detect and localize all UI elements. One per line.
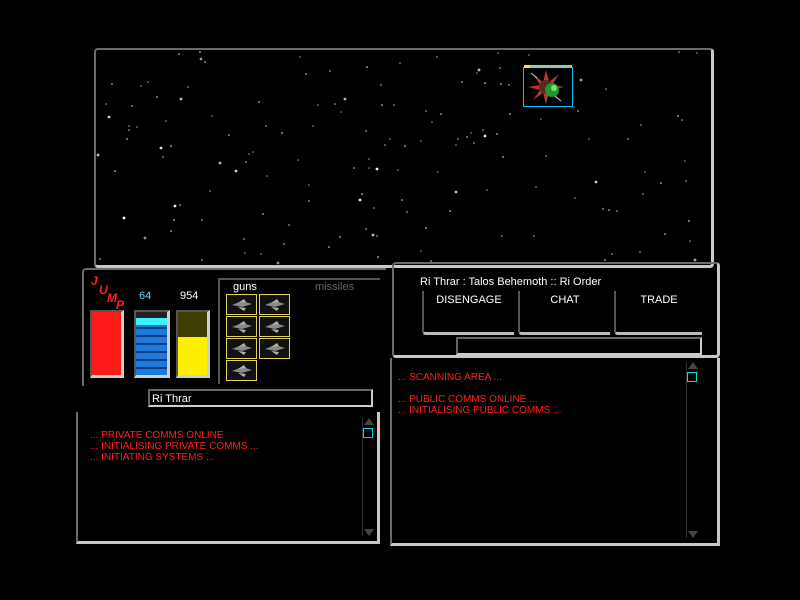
public-msg-2: ... INITIALISING PUBLIC COMMS ...: [398, 405, 562, 416]
disengage-button[interactable]: DISENGAGE: [422, 291, 514, 335]
target-name-field[interactable]: Ri Thrar: [148, 389, 373, 407]
private-comms-console[interactable]: ... PRIVATE COMMS ONLINE ... INITIALISIN…: [76, 412, 380, 544]
fighter-ship-icon: [232, 365, 252, 377]
weapons-panel: [218, 278, 380, 384]
scroll-up-icon[interactable]: [364, 418, 374, 425]
target-info-frame: [392, 262, 720, 358]
gun-slot[interactable]: [259, 338, 290, 359]
starfield-viewport[interactable]: [94, 48, 714, 268]
jump-letter-2: U: [99, 283, 108, 297]
public-scrollbar[interactable]: [686, 362, 698, 538]
private-msg-3: ... INITIATING SYSTEMS ...: [90, 452, 215, 463]
target-title: Ri Thrar : Talos Behemoth :: Ri Order: [420, 276, 602, 288]
public-comms-console[interactable]: ... SCANNING AREA ... ... PUBLIC COMMS O…: [390, 358, 720, 546]
private-msg-2: ... INITIALISING PRIVATE COMMS ...: [90, 441, 259, 452]
jump-gauge: [90, 310, 124, 378]
scroll-thumb[interactable]: [363, 428, 373, 438]
fighter-ship-icon: [265, 343, 285, 355]
energy-gauge: [176, 310, 210, 378]
scroll-down-icon[interactable]: [364, 529, 374, 536]
jump-letter-4: P: [116, 298, 125, 312]
chat-input[interactable]: [456, 337, 702, 355]
target-health-fill: [524, 65, 530, 68]
fighter-ship-icon: [265, 299, 285, 311]
public-msg-1: ... PUBLIC COMMS ONLINE ...: [398, 394, 538, 405]
jump-gauge-fill: [92, 312, 121, 375]
fighter-ship-icon: [265, 321, 285, 333]
target-reticle[interactable]: [523, 65, 573, 107]
shield-value: 64: [139, 290, 152, 302]
gun-slot[interactable]: [226, 294, 257, 315]
scan-msg: ... SCANNING AREA ...: [398, 372, 502, 383]
tab-guns[interactable]: guns: [233, 281, 257, 293]
shield-gauge: [134, 310, 170, 378]
shield-gauge-cap: [136, 318, 167, 326]
scroll-down-icon[interactable]: [688, 531, 698, 538]
jump-letter-3: M: [107, 291, 117, 305]
energy-gauge-fill: [178, 337, 207, 375]
scroll-up-icon[interactable]: [688, 362, 698, 369]
alien-ship-spiked-icon: [528, 70, 564, 104]
gun-slot[interactable]: [226, 360, 257, 381]
fighter-ship-icon: [232, 321, 252, 333]
fighter-ship-icon: [232, 343, 252, 355]
jump-letter-1: J: [91, 274, 98, 288]
shield-gauge-fill: [136, 318, 167, 375]
energy-value: 954: [180, 290, 199, 302]
scroll-thumb[interactable]: [687, 372, 697, 382]
stars: [96, 51, 698, 265]
target-health-bar: [524, 65, 572, 68]
ship-status-frame: [82, 268, 386, 386]
private-scrollbar[interactable]: [362, 418, 374, 536]
private-msg-1: ... PRIVATE COMMS ONLINE: [90, 430, 224, 441]
gun-slot[interactable]: [259, 316, 290, 337]
fighter-ship-icon: [232, 299, 252, 311]
trade-button[interactable]: TRADE: [614, 291, 702, 335]
gun-slot[interactable]: [226, 316, 257, 337]
tab-missiles[interactable]: missiles: [315, 281, 355, 293]
gun-slot[interactable]: [226, 338, 257, 359]
chat-button[interactable]: CHAT: [518, 291, 610, 335]
gun-slot[interactable]: [259, 294, 290, 315]
